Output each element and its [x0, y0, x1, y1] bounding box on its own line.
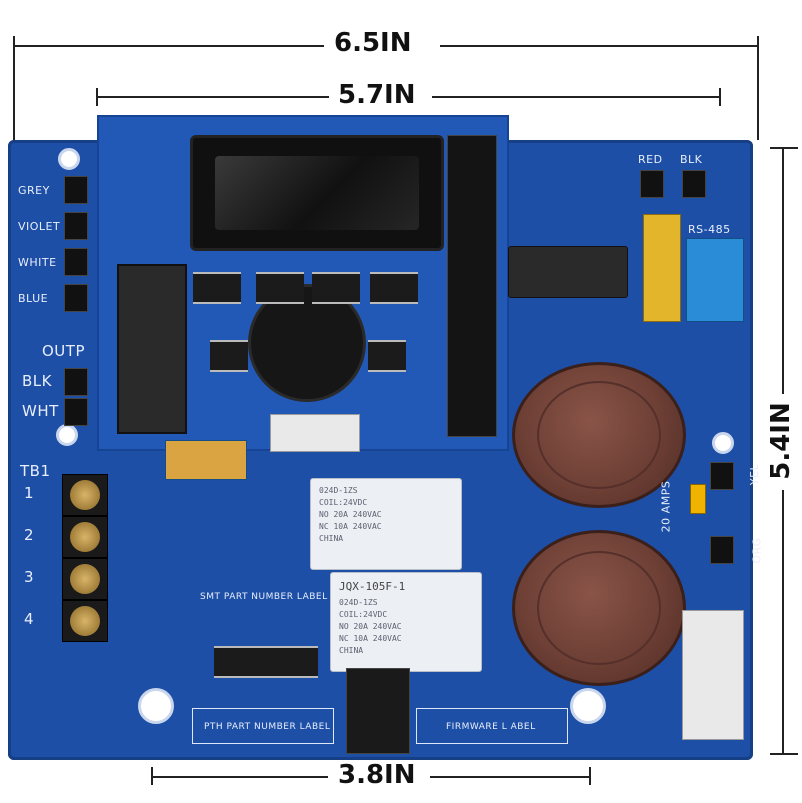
relay-top-line-5: CHINA	[319, 534, 344, 543]
relay-bottom-line-2: COIL:24VDC	[339, 610, 388, 619]
relay-bottom-line-4: NC 10A 240VAC	[339, 634, 402, 643]
j5-pin-header[interactable]	[682, 610, 744, 740]
output-label: OUTP	[42, 342, 85, 360]
small-relay	[508, 246, 628, 298]
terminal-screw-4[interactable]	[62, 600, 108, 642]
top-width-line-right	[440, 45, 758, 47]
relay-bottom-line-3: NO 20A 240VAC	[339, 622, 402, 631]
pth-label-box	[192, 708, 334, 744]
wire-label-blue: BLUE	[18, 292, 49, 305]
height-tick-bottom	[770, 753, 798, 755]
relay-top-line-4: NC 10A 240VAC	[319, 522, 382, 531]
ic-u5	[193, 272, 241, 304]
output-blk-connector[interactable]	[64, 368, 88, 396]
wire-connector-grey[interactable]	[64, 176, 88, 204]
lcd-display	[190, 135, 444, 251]
yel-label: YEL	[748, 463, 762, 486]
output-wht-connector[interactable]	[64, 398, 88, 426]
relay-top-line-1: 024D-1ZS	[319, 486, 358, 495]
wire-label-violet: VIOLET	[18, 220, 61, 233]
gold-edge-pins	[165, 440, 247, 480]
relay-bottom: JQX-105F-1 024D-1ZS COIL:24VDC NO 20A 24…	[330, 572, 482, 672]
relay-top-line-3: NO 20A 240VAC	[319, 510, 382, 519]
ic-left-small	[210, 340, 248, 372]
capacitor-bottom	[512, 530, 686, 686]
bottom-width-label: 3.8IN	[338, 760, 416, 790]
mounting-hole-top-left	[58, 148, 80, 170]
ic-right-small	[368, 340, 406, 372]
blk-wire-connector[interactable]	[682, 170, 706, 198]
wire-label-white: WHITE	[18, 256, 57, 269]
blk-top-label: BLK	[680, 153, 703, 166]
relay-bottom-model: JQX-105F-1	[339, 580, 406, 593]
org-wire-connector[interactable]	[710, 536, 734, 564]
wire-connector-violet[interactable]	[64, 212, 88, 240]
wire-connector-white[interactable]	[64, 248, 88, 276]
height-tick-top	[770, 147, 798, 149]
bottom-width-line-right	[430, 776, 590, 778]
firmware-label: FIRMWARE L ABEL	[446, 722, 536, 732]
rj-connector-j6[interactable]	[346, 668, 410, 754]
mounting-hole-left-mid	[56, 424, 78, 446]
inner-width-line-right	[432, 96, 720, 98]
wire-label-grey: GREY	[18, 184, 50, 197]
tb1-number-4: 4	[24, 610, 35, 628]
height-line-top	[782, 148, 784, 394]
ic-u2	[312, 272, 360, 304]
ic-u4	[370, 272, 418, 304]
mounting-hole-bottom-right	[570, 688, 606, 724]
top-width-tick-right	[757, 36, 759, 140]
mounting-hole-bottom-left	[138, 688, 174, 724]
tb1-number-2: 2	[24, 526, 35, 544]
org-label: ORG	[750, 537, 764, 564]
red-wire-connector[interactable]	[640, 170, 664, 198]
top-width-line	[14, 45, 324, 47]
yel-wire-connector[interactable]	[710, 462, 734, 490]
mounting-hole-right-mid	[712, 432, 734, 454]
amps-label: 20 AMPS	[659, 480, 673, 533]
slide-switch[interactable]	[117, 264, 187, 434]
fuse-20-amps	[690, 484, 706, 514]
blk-label: BLK	[22, 372, 52, 390]
terminal-screw-3[interactable]	[62, 558, 108, 600]
wht-label: WHT	[22, 402, 59, 420]
rs485-terminal[interactable]	[686, 238, 744, 322]
relay-bottom-line-5: CHINA	[339, 646, 364, 655]
inner-width-label: 5.7IN	[338, 80, 416, 110]
daughter-pin-header	[270, 414, 360, 452]
relay-top-line-2: COIL:24VDC	[319, 498, 368, 507]
bottom-width-line-left	[152, 776, 328, 778]
terminal-screw-1[interactable]	[62, 474, 108, 516]
tb1-number-3: 3	[24, 568, 35, 586]
tb1-number-1: 1	[24, 484, 35, 502]
ic-u3	[256, 272, 304, 304]
smt-part-number-label: SMT PART NUMBER LABEL	[200, 592, 328, 602]
inner-width-tick-right	[719, 88, 721, 106]
rs485-label: RS-485	[688, 223, 731, 236]
tb1-label: TB1	[20, 462, 51, 480]
edge-connector-column	[447, 135, 497, 437]
pth-part-number-label: PTH PART NUMBER LABEL	[204, 722, 331, 732]
wire-connector-blue[interactable]	[64, 284, 88, 312]
inner-width-line-left	[97, 96, 329, 98]
bottom-width-tick-left	[151, 767, 153, 785]
height-label: 5.4IN	[765, 402, 796, 480]
firmware-label-box	[416, 708, 568, 744]
red-label: RED	[638, 153, 663, 166]
inner-width-tick-left	[96, 88, 98, 106]
ic-u5-bottom	[214, 646, 318, 678]
relay-bottom-line-1: 024D-1ZS	[339, 598, 378, 607]
top-width-tick-left	[13, 36, 15, 140]
height-line-bottom	[782, 490, 784, 754]
capacitor-top	[512, 362, 686, 508]
top-width-label: 6.5IN	[334, 28, 412, 58]
terminal-screw-2[interactable]	[62, 516, 108, 558]
relay-top: 024D-1ZS COIL:24VDC NO 20A 240VAC NC 10A…	[310, 478, 462, 570]
jumper-block[interactable]	[643, 214, 681, 322]
bottom-width-tick-right	[589, 767, 591, 785]
